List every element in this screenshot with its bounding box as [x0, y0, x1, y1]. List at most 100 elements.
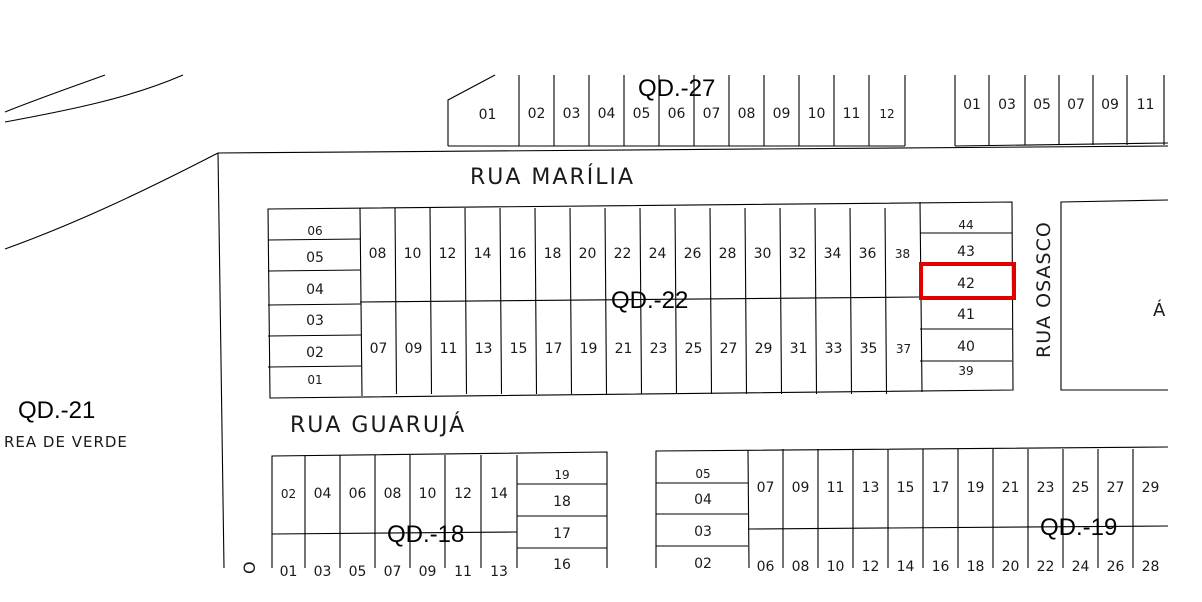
lot-number: 08 [792, 559, 810, 575]
lot-number: 01 [963, 97, 981, 113]
lot-number: 06 [757, 559, 775, 575]
lot-divider [267, 334, 362, 337]
block-label-qd19: QD.-19 [1040, 514, 1117, 541]
lot-divider [814, 207, 818, 395]
lot-number: 15 [510, 341, 528, 357]
edge-fragment-text: O [240, 561, 259, 574]
lot-number: 04 [306, 282, 324, 298]
lot-number: 26 [1107, 559, 1125, 575]
lot-divider [394, 207, 398, 395]
lot-number: 09 [773, 106, 791, 122]
east-area-label: Á [1153, 299, 1166, 321]
lot-number: 10 [827, 559, 845, 575]
block-label-qd18: QD.-18 [387, 521, 464, 548]
lot-number: 23 [1037, 480, 1055, 496]
lot-number: 22 [614, 246, 632, 262]
lot-number: 18 [553, 494, 571, 510]
lot-number: 21 [1002, 480, 1020, 496]
lot-divider [744, 207, 748, 395]
lot-number: 05 [306, 250, 324, 266]
lot-divider [267, 365, 362, 368]
block-label-qd22: QD.-22 [611, 287, 688, 314]
lot-number: 01 [280, 564, 298, 580]
lot-number: 11 [440, 341, 458, 357]
lot-divider [849, 207, 853, 395]
lot-divider [464, 207, 468, 395]
lot-number: 29 [1142, 480, 1160, 496]
lot-number: 19 [580, 341, 598, 357]
road-curve-upper [4, 74, 106, 113]
lot-number: 18 [544, 246, 562, 262]
lot-number: 12 [454, 486, 472, 502]
lot-number: 27 [720, 341, 738, 357]
lot-number: 13 [475, 341, 493, 357]
lot-number: 20 [579, 246, 597, 262]
lot-number: 34 [824, 246, 842, 262]
lot-number: 09 [419, 564, 437, 580]
lot-number: 22 [1037, 559, 1055, 575]
lot-number: 38 [895, 247, 910, 261]
lot-number: 17 [545, 341, 563, 357]
street-name-marilia: RUA MARÍLIA [470, 164, 635, 190]
west-edge-line [217, 152, 225, 569]
lot-number: 08 [384, 486, 402, 502]
lot-divider [429, 207, 433, 395]
lot-number: 18 [967, 559, 985, 575]
lot-number: 16 [932, 559, 950, 575]
lot-number: 42 [957, 276, 975, 292]
lot-number: 32 [789, 246, 807, 262]
lot-number: 11 [843, 106, 861, 122]
lot-number: 10 [419, 486, 437, 502]
area-east-block [1060, 199, 1169, 391]
lot-number: 01 [479, 107, 497, 123]
lot-number: 11 [1137, 97, 1155, 113]
lot-number: 05 [633, 106, 651, 122]
lot-number: 23 [650, 341, 668, 357]
lot-divider [884, 207, 888, 395]
lot-number: 31 [790, 341, 808, 357]
lot-number: 11 [827, 480, 845, 496]
lot-number: 17 [932, 480, 950, 496]
lot-number: 37 [896, 342, 911, 356]
lot-number: 41 [957, 307, 975, 323]
lot-number: 09 [792, 480, 810, 496]
lot-number: 05 [695, 467, 710, 481]
lot-number: 12 [862, 559, 880, 575]
lot-number: 26 [684, 246, 702, 262]
lot-number: 17 [553, 526, 571, 542]
lot-divider [674, 207, 678, 395]
lot-number: 27 [1107, 480, 1125, 496]
lot-number: 03 [314, 564, 332, 580]
lot-number: 28 [719, 246, 737, 262]
lot-number: 09 [1101, 97, 1119, 113]
lot-number: 14 [897, 559, 915, 575]
lot-number: 07 [384, 564, 402, 580]
lot-number: 13 [862, 480, 880, 496]
lot-number: 03 [998, 97, 1016, 113]
lot-number: 24 [649, 246, 667, 262]
block-label-qd27: QD.-27 [638, 75, 715, 102]
lot-number: 04 [694, 492, 712, 508]
lot-number: 03 [563, 106, 581, 122]
lot-number: 19 [554, 468, 569, 482]
lot-number: 29 [755, 341, 773, 357]
lot-number: 36 [859, 246, 877, 262]
lot-number: 44 [958, 218, 973, 232]
highlighted-lot-42[interactable] [919, 262, 1016, 300]
lot-number: 12 [879, 107, 894, 121]
lot-number: 24 [1072, 559, 1090, 575]
lot-divider [267, 238, 362, 241]
lot-number: 40 [957, 339, 975, 355]
lot-number: 08 [738, 106, 756, 122]
lot-number: 21 [615, 341, 633, 357]
lot-number: 03 [306, 313, 324, 329]
lot-number: 04 [314, 486, 332, 502]
street-name-osasco: RUA OSASCO [1033, 221, 1055, 358]
lot-number: 02 [281, 487, 296, 501]
lot-divider [639, 207, 643, 395]
lot-number: 02 [528, 106, 546, 122]
